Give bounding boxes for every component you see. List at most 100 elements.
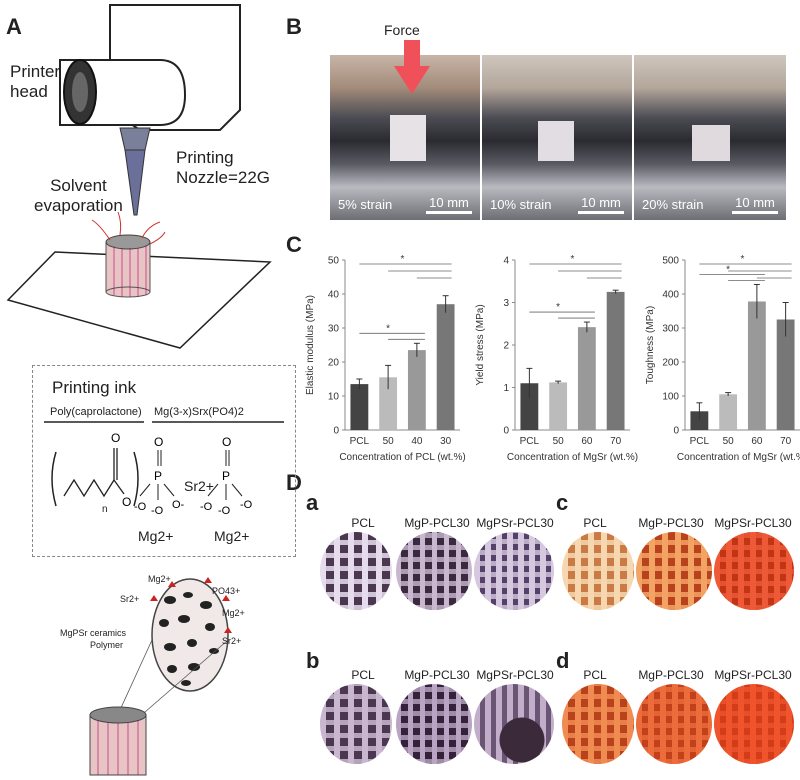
sample-label: MgP-PCL30 [404,668,470,682]
significance-star: * [741,254,745,265]
y-tick-label: 100 [662,392,679,403]
mgpsr-ceramics-label: MgPSr ceramics [60,628,127,638]
significance-star: * [556,302,560,313]
sample-label: MgPSr-PCL30 [476,516,554,530]
chemical-structure: O O O P -O -O O- O P -O -O -O [44,421,284,517]
bar [350,384,369,430]
svg-text:O: O [154,435,163,449]
mgsr-formula-label: Mg(3-x)Srx(PO4)2 [154,406,244,418]
y-tick-label: 30 [328,324,340,335]
x-tick-label: 40 [411,436,423,447]
bar [690,411,709,430]
stained-scaffold-image [320,532,392,610]
y-tick-label: 0 [673,426,679,437]
y-tick-label: 400 [662,290,679,301]
scaffold-illustration [89,577,232,776]
stained-scaffold-image [320,684,392,764]
bar [577,327,596,430]
y-axis-label: Toughness (MPa) [645,306,656,384]
significance-star: * [571,254,575,265]
mg-ion-2: Mg2+ [214,528,250,544]
stained-scaffold-image [474,532,554,610]
significance-star: * [726,264,730,275]
compression-frame-3: 20% strain 10 mm [634,55,786,220]
printing-ink-box [32,365,296,557]
force-arrow [394,40,430,94]
x-tick-label: 50 [383,436,395,447]
x-axis-label: Concentration of MgSr (wt.%) [507,452,638,463]
sublabel-d: d [556,648,570,673]
svg-text:P: P [154,469,162,483]
y-tick-label: 2 [503,341,509,352]
sample-label: MgPSr-PCL30 [476,668,554,682]
scaffold-sample [692,125,730,161]
svg-text:-O: -O [200,501,213,513]
ion-label-sr-right: Sr2+ [222,636,242,646]
sublabel-b: b [306,648,320,673]
printer-head-label: Printer head [10,62,61,101]
strain-label: 5% strain [338,197,393,212]
x-tick-label: 50 [723,436,735,447]
y-tick-label: 50 [328,256,340,267]
svg-text:O-: O- [172,499,185,511]
x-tick-label: 70 [780,436,792,447]
svg-text:-O: -O [218,505,231,517]
sr-ion: Sr2+ [184,478,214,494]
sample-label: MgPSr-PCL30 [714,668,792,682]
bar [379,377,398,430]
sample-label: MgP-PCL30 [638,516,704,530]
significance-star: * [386,323,390,334]
y-tick-label: 4 [503,256,509,267]
strain-label: 20% strain [642,197,704,212]
stained-scaffold-image [396,532,472,610]
sample-label: PCL [583,516,607,530]
force-label: Force [384,22,420,38]
y-axis-label: Elastic modulus (MPa) [305,295,316,395]
y-tick-label: 3 [503,298,509,309]
solvent-evaporation-label: Solvent evaporation [34,176,123,215]
ion-label-sr-left: Sr2+ [120,594,140,604]
printing-ink-title: Printing ink [52,378,137,397]
bar [606,291,625,430]
panel-letter-b: B [286,14,302,39]
y-tick-label: 500 [662,256,679,267]
stained-scaffold-image [474,684,554,764]
svg-text:-O: -O [240,499,253,511]
x-tick-label: 60 [751,436,763,447]
sublabel-c: c [556,490,569,515]
sample-label: PCL [583,668,607,682]
bar [747,301,766,430]
bar [436,304,455,430]
polymer-label: Polymer [90,640,124,650]
y-tick-label: 200 [662,358,679,369]
stained-scaffold-image [636,532,712,610]
y-tick-label: 10 [328,392,340,403]
stained-scaffold-image [562,684,634,764]
x-tick-label: 30 [440,436,452,447]
x-axis-label: Concentration of PCL (wt.%) [339,452,465,463]
stained-scaffold-image [562,532,634,610]
svg-text:P: P [222,469,230,483]
svg-text:O: O [222,435,231,449]
x-axis-label: Concentration of MgSr (wt.%) [677,452,800,463]
sublabel-a: a [306,490,319,515]
ion-label-mg-top: Mg2+ [148,574,171,584]
panel-letter-a: A [6,14,22,39]
y-tick-label: 1 [503,383,509,394]
sample-label: PCL [351,516,375,530]
significance-star: * [401,254,405,265]
scaffold-sample [538,121,574,161]
printer-illustration [6,4,272,349]
ion-label-mg-right: Mg2+ [222,608,245,618]
panel-letter-d: D [286,470,302,495]
mg-ion-1: Mg2+ [138,528,174,544]
x-tick-label: PCL [690,436,710,447]
y-tick-label: 40 [328,290,340,301]
bar [719,394,738,430]
repeat-n: n [102,504,108,515]
scale-bar: 10 mm [426,195,472,214]
y-tick-label: 0 [503,426,509,437]
sample-label: MgP-PCL30 [638,668,704,682]
svg-text:-O: -O [151,505,164,517]
